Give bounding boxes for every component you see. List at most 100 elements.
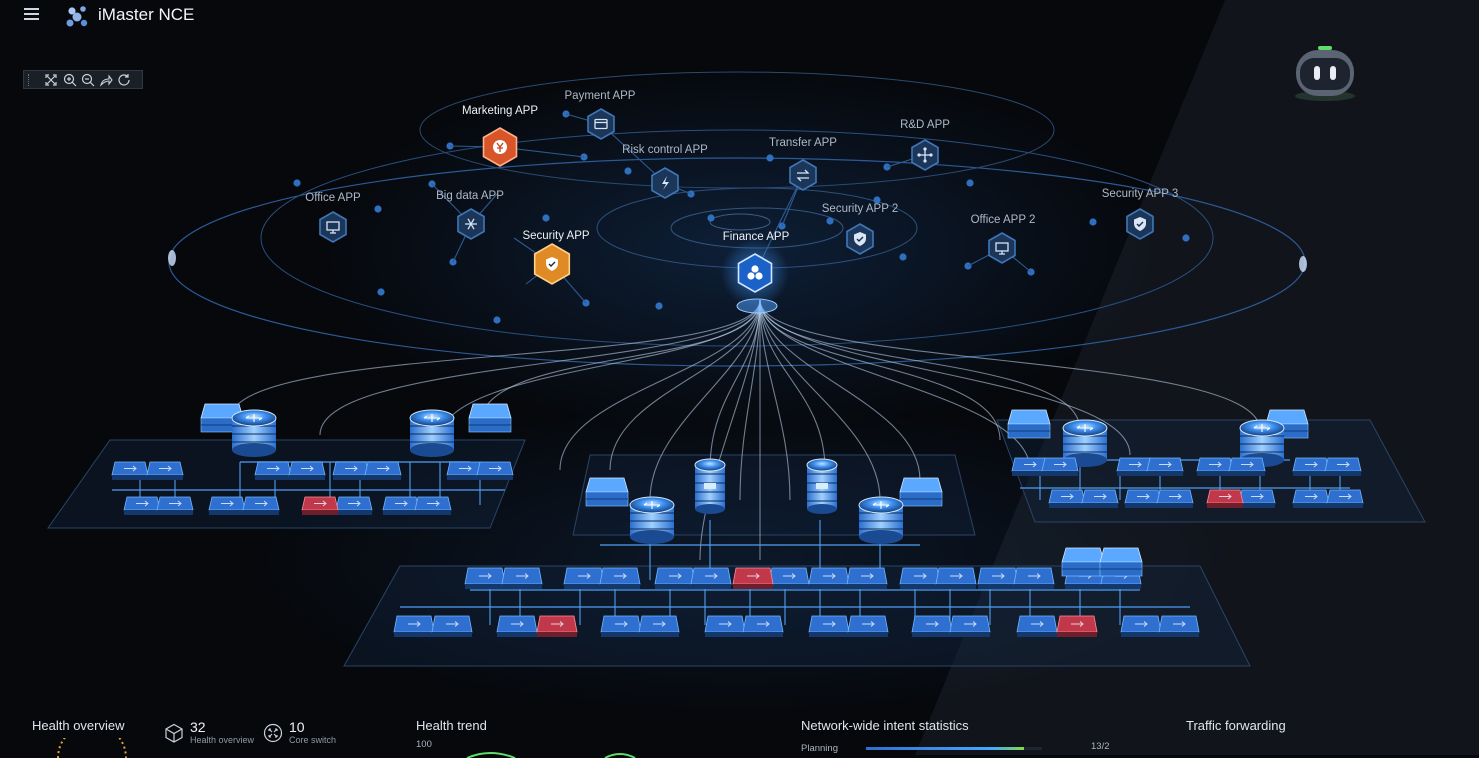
app-node-security[interactable]: Security APP — [522, 230, 590, 285]
switch-device[interactable] — [501, 567, 543, 589]
switch-device-alarm[interactable] — [732, 567, 774, 589]
switch-device-alarm[interactable] — [301, 496, 339, 515]
stack-device[interactable] — [468, 403, 512, 433]
stack-device[interactable] — [1061, 547, 1105, 577]
switch-device[interactable] — [808, 615, 850, 637]
switch-device[interactable] — [949, 615, 991, 637]
fit-screen-icon[interactable] — [43, 72, 59, 88]
switch-device[interactable] — [1292, 457, 1330, 476]
switch-device[interactable] — [254, 461, 292, 480]
switch-device[interactable] — [563, 567, 605, 589]
router-device[interactable] — [858, 496, 904, 544]
app-node-office2[interactable]: Office APP 2 — [971, 214, 1036, 264]
router-device[interactable] — [1239, 419, 1285, 467]
switch-device[interactable] — [935, 567, 977, 589]
switch-device[interactable] — [1081, 489, 1119, 508]
switch-device[interactable] — [1120, 615, 1162, 637]
router-device[interactable] — [231, 409, 277, 457]
app-node-risk[interactable]: Risk control APP — [622, 144, 708, 199]
stack-device[interactable] — [585, 477, 629, 507]
switch-device[interactable] — [146, 461, 184, 480]
switch-device[interactable] — [335, 496, 373, 515]
platform-left — [47, 439, 526, 529]
switch-device[interactable] — [208, 496, 246, 515]
switch-device[interactable] — [1048, 489, 1086, 508]
switch-device-alarm[interactable] — [1206, 489, 1244, 508]
app-label-finance: Finance APP — [723, 231, 790, 243]
switch-device[interactable] — [1011, 457, 1049, 476]
switch-device[interactable] — [846, 567, 888, 589]
switch-device[interactable] — [1013, 567, 1055, 589]
app-node-security2[interactable]: Security APP 2 — [822, 203, 899, 255]
switch-device[interactable] — [1196, 457, 1234, 476]
app-title: iMaster NCE — [98, 5, 195, 24]
app-node-security3[interactable]: Security APP 3 — [1102, 188, 1179, 240]
intent-planning-bar — [866, 747, 1042, 750]
switch-device[interactable] — [123, 496, 161, 515]
switch-device[interactable] — [431, 615, 473, 637]
switch-device[interactable] — [600, 615, 642, 637]
switch-device[interactable] — [1324, 457, 1362, 476]
switch-device[interactable] — [1016, 615, 1058, 637]
app-node-payment[interactable]: Payment APP — [565, 90, 636, 140]
app-node-marketing[interactable]: Marketing APP — [462, 105, 538, 167]
share-icon[interactable] — [98, 72, 114, 88]
switch-device[interactable] — [288, 461, 326, 480]
switch-device[interactable] — [808, 567, 850, 589]
switch-device[interactable] — [1146, 457, 1184, 476]
switch-device[interactable] — [332, 461, 370, 480]
switch-device[interactable] — [977, 567, 1019, 589]
switch-device-alarm[interactable] — [536, 615, 578, 637]
switch-device[interactable] — [414, 496, 452, 515]
switch-device[interactable] — [1292, 489, 1330, 508]
refresh-icon[interactable] — [116, 72, 132, 88]
switch-device[interactable] — [1326, 489, 1364, 508]
switch-device[interactable] — [1238, 489, 1276, 508]
zoom-in-icon[interactable] — [62, 72, 78, 88]
switch-device[interactable] — [393, 615, 435, 637]
app-node-transfer[interactable]: Transfer APP — [769, 137, 837, 191]
switch-device[interactable] — [654, 567, 696, 589]
switch-device[interactable] — [1156, 489, 1194, 508]
server-device[interactable] — [806, 458, 838, 514]
router-device[interactable] — [409, 409, 455, 457]
fiber-link — [649, 299, 761, 501]
switch-device[interactable] — [899, 567, 941, 589]
switch-device[interactable] — [496, 615, 538, 637]
yen-icon — [493, 140, 507, 154]
stack-device[interactable] — [1099, 547, 1143, 577]
switch-device[interactable] — [382, 496, 420, 515]
app-node-office[interactable]: Office APP — [305, 192, 361, 243]
app-node-finance[interactable]: Finance APP — [721, 231, 790, 307]
switch-device[interactable] — [1124, 489, 1162, 508]
switch-device[interactable] — [111, 461, 149, 480]
hamburger-menu-icon[interactable] — [24, 8, 39, 21]
router-device[interactable] — [629, 496, 675, 544]
stack-device[interactable] — [899, 477, 943, 507]
zoom-out-icon[interactable] — [80, 72, 96, 88]
switch-device[interactable] — [364, 461, 402, 480]
platform-center-lower — [343, 565, 1251, 667]
app-node-rnd[interactable]: R&D APP — [900, 119, 950, 171]
switch-device[interactable] — [242, 496, 280, 515]
switch-device[interactable] — [638, 615, 680, 637]
switch-device[interactable] — [1158, 615, 1200, 637]
switch-device[interactable] — [1041, 457, 1079, 476]
switch-device[interactable] — [464, 567, 506, 589]
switch-device[interactable] — [1228, 457, 1266, 476]
switch-device[interactable] — [690, 567, 732, 589]
stack-device[interactable] — [1007, 409, 1051, 439]
switch-device[interactable] — [156, 496, 194, 515]
app-node-bigdata[interactable]: Big data APP — [436, 190, 504, 240]
server-device[interactable] — [694, 458, 726, 514]
assistant-robot-icon[interactable] — [1290, 44, 1360, 104]
switch-device[interactable] — [599, 567, 641, 589]
switch-device[interactable] — [704, 615, 746, 637]
switch-device[interactable] — [476, 461, 514, 480]
switch-device-alarm[interactable] — [1056, 615, 1098, 637]
toolbar-drag-handle[interactable] — [28, 74, 32, 86]
switch-device[interactable] — [742, 615, 784, 637]
switch-device[interactable] — [768, 567, 810, 589]
switch-device[interactable] — [911, 615, 953, 637]
switch-device[interactable] — [847, 615, 889, 637]
